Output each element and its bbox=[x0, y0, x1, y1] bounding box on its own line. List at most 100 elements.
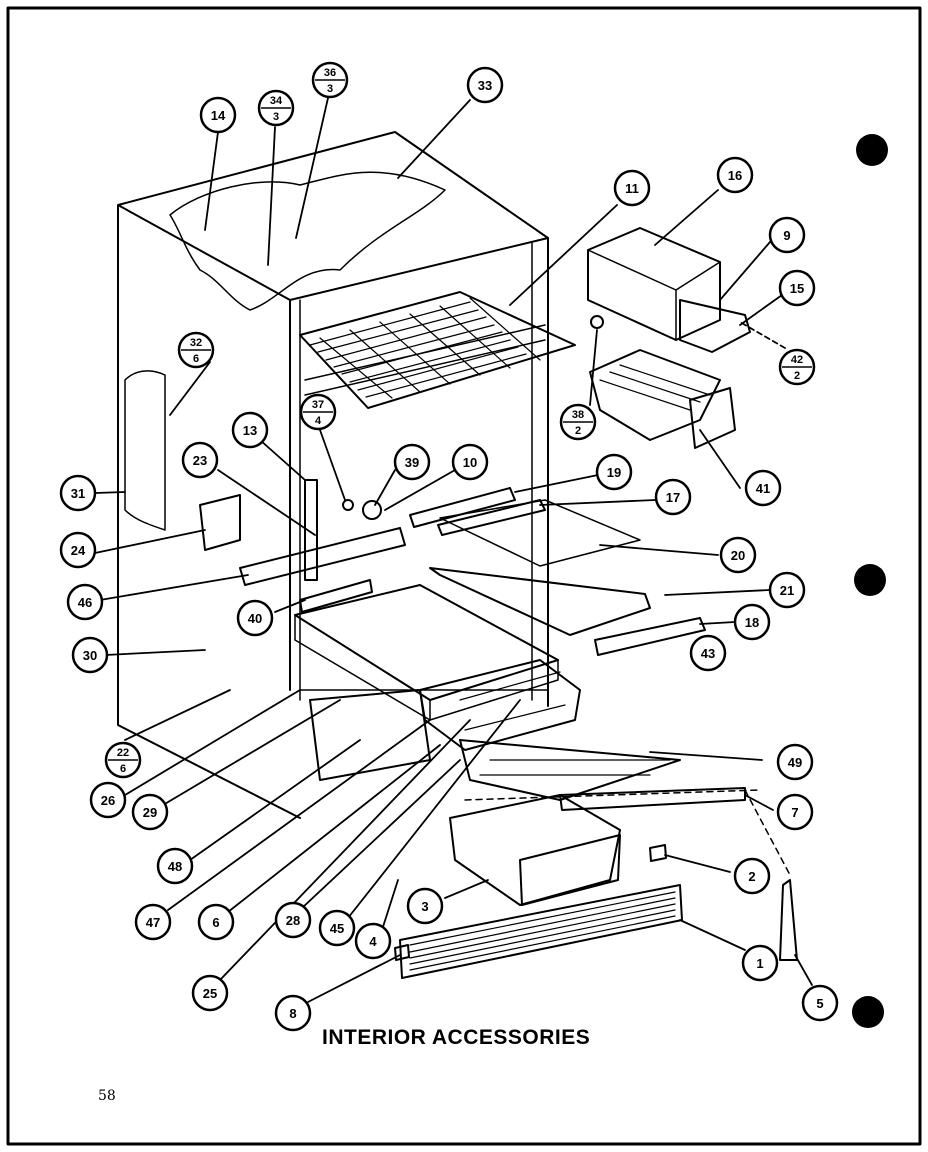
svg-text:29: 29 bbox=[143, 805, 157, 820]
callout-48: 48 bbox=[156, 847, 194, 885]
svg-text:37: 37 bbox=[312, 399, 324, 411]
callout-9: 9 bbox=[768, 216, 806, 254]
callout-4: 4 bbox=[354, 922, 392, 960]
svg-text:33: 33 bbox=[478, 78, 492, 93]
callout-24: 24 bbox=[59, 531, 97, 569]
cabinet-shell bbox=[117, 131, 549, 819]
callout-45: 45 bbox=[318, 909, 356, 947]
svg-text:7: 7 bbox=[791, 805, 798, 820]
svg-text:30: 30 bbox=[83, 648, 97, 663]
leveling-leg bbox=[779, 879, 798, 961]
svg-text:24: 24 bbox=[71, 543, 86, 558]
svg-text:3: 3 bbox=[273, 111, 279, 123]
ice-bucket-assembly bbox=[587, 227, 751, 449]
svg-text:10: 10 bbox=[463, 455, 477, 470]
svg-text:49: 49 bbox=[788, 755, 802, 770]
svg-text:18: 18 bbox=[745, 615, 759, 630]
svg-text:16: 16 bbox=[728, 168, 742, 183]
svg-text:32: 32 bbox=[190, 337, 202, 349]
shelf-rails bbox=[199, 479, 706, 656]
svg-text:42: 42 bbox=[791, 354, 803, 366]
svg-text:3: 3 bbox=[421, 899, 428, 914]
svg-text:8: 8 bbox=[289, 1006, 296, 1021]
callout-21: 21 bbox=[768, 571, 806, 609]
callout-7: 7 bbox=[776, 793, 814, 831]
callout-28: 28 bbox=[274, 901, 312, 939]
svg-text:17: 17 bbox=[666, 490, 680, 505]
page-border bbox=[6, 6, 922, 1146]
callout-29: 29 bbox=[131, 793, 169, 831]
svg-text:26: 26 bbox=[101, 793, 115, 808]
callout-49: 49 bbox=[776, 743, 814, 781]
svg-text:22: 22 bbox=[117, 747, 129, 759]
svg-text:15: 15 bbox=[790, 281, 804, 296]
diagram-title: INTERIOR ACCESSORIES bbox=[322, 1026, 591, 1049]
svg-text:38: 38 bbox=[572, 409, 584, 421]
svg-text:1: 1 bbox=[756, 956, 763, 971]
svg-text:47: 47 bbox=[146, 915, 160, 930]
svg-text:4: 4 bbox=[315, 415, 322, 427]
callout-17: 17 bbox=[654, 478, 692, 516]
callout-36-3: 363 bbox=[311, 61, 349, 99]
callout-1: 1 bbox=[741, 944, 779, 982]
callout-40: 40 bbox=[236, 599, 274, 637]
freezer-wire-shelf bbox=[299, 291, 576, 409]
svg-text:34: 34 bbox=[270, 95, 283, 107]
page-number: 58 bbox=[98, 1088, 116, 1104]
svg-text:23: 23 bbox=[193, 453, 207, 468]
callout-34-3: 343 bbox=[257, 89, 295, 127]
callout-14: 14 bbox=[199, 96, 237, 134]
svg-text:11: 11 bbox=[625, 181, 639, 196]
callout-13: 13 bbox=[231, 411, 269, 449]
callout-19: 19 bbox=[595, 453, 633, 491]
bottom-drawer-assembly bbox=[449, 787, 791, 906]
callout-16: 16 bbox=[716, 156, 754, 194]
svg-text:21: 21 bbox=[780, 583, 794, 598]
callout-18: 18 bbox=[733, 603, 771, 641]
svg-text:5: 5 bbox=[816, 996, 823, 1011]
svg-text:39: 39 bbox=[405, 455, 419, 470]
svg-text:43: 43 bbox=[701, 646, 715, 661]
leader-lines bbox=[94, 97, 813, 1003]
svg-text:19: 19 bbox=[607, 465, 621, 480]
svg-text:2: 2 bbox=[575, 425, 581, 437]
svg-text:6: 6 bbox=[120, 763, 126, 775]
svg-text:25: 25 bbox=[203, 986, 217, 1001]
callout-38-2: 382 bbox=[559, 403, 597, 441]
callout-22-6: 226 bbox=[104, 741, 142, 779]
callout-6: 6 bbox=[197, 903, 235, 941]
callout-15: 15 bbox=[778, 269, 816, 307]
callout-5: 5 bbox=[801, 984, 839, 1022]
svg-text:6: 6 bbox=[193, 353, 199, 365]
callout-39: 39 bbox=[393, 443, 431, 481]
svg-text:14: 14 bbox=[211, 108, 226, 123]
svg-text:48: 48 bbox=[168, 859, 182, 874]
callout-47: 47 bbox=[134, 903, 172, 941]
binder-holes bbox=[852, 134, 888, 1028]
callout-43: 43 bbox=[689, 634, 727, 672]
callout-10: 10 bbox=[451, 443, 489, 481]
svg-text:28: 28 bbox=[286, 913, 300, 928]
svg-text:40: 40 bbox=[248, 611, 262, 626]
callout-3: 3 bbox=[406, 887, 444, 925]
svg-text:2: 2 bbox=[748, 869, 755, 884]
callout-20: 20 bbox=[719, 536, 757, 574]
svg-text:9: 9 bbox=[783, 228, 790, 243]
svg-text:13: 13 bbox=[243, 423, 257, 438]
svg-text:36: 36 bbox=[324, 67, 336, 79]
svg-text:45: 45 bbox=[330, 921, 344, 936]
callout-bubbles: 14 343 363 33 11 16 9 15 422 326 382 374… bbox=[59, 61, 839, 1032]
svg-text:3: 3 bbox=[327, 83, 333, 95]
svg-text:2: 2 bbox=[794, 370, 800, 382]
svg-text:41: 41 bbox=[756, 481, 770, 496]
svg-text:6: 6 bbox=[212, 915, 219, 930]
callout-32-6: 326 bbox=[177, 331, 215, 369]
callout-30: 30 bbox=[71, 636, 109, 674]
callout-26: 26 bbox=[89, 781, 127, 819]
callout-33: 33 bbox=[466, 66, 504, 104]
screw bbox=[394, 944, 410, 961]
callout-23: 23 bbox=[181, 441, 219, 479]
callout-2: 2 bbox=[733, 857, 771, 895]
